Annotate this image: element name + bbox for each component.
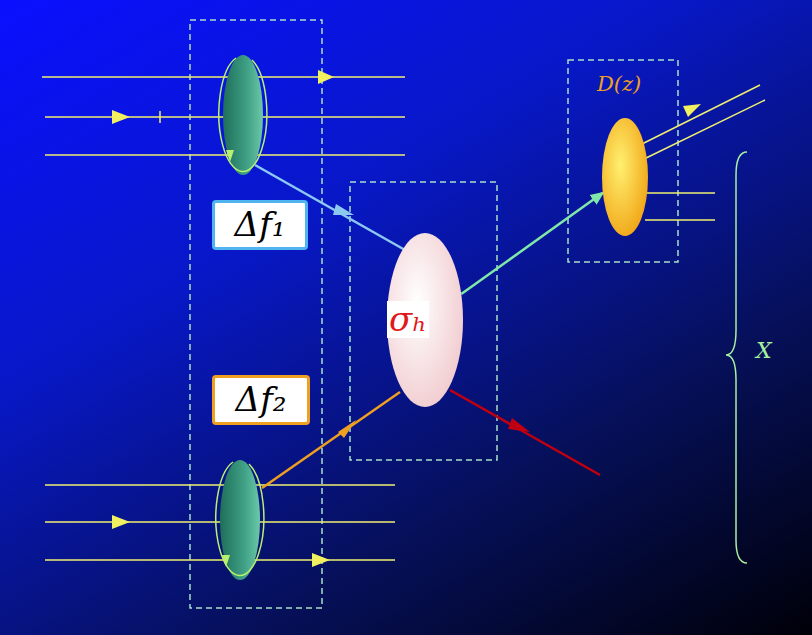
oval-shape [602, 118, 648, 236]
label-box: Δf₂ [212, 375, 310, 425]
node-label: Δf₁ [235, 206, 286, 243]
spin-arrow [216, 58, 267, 576]
label-box: Δf₁ [212, 200, 308, 250]
arrowhead [338, 420, 356, 438]
hadron-blob [220, 460, 260, 580]
node-label: Δf₂ [236, 381, 287, 418]
pdf-region [190, 20, 322, 608]
blob-oval: D(z) [602, 118, 648, 236]
arrowhead [683, 104, 701, 117]
node-heading: D(z) [597, 73, 641, 96]
final-state-label: X [756, 338, 772, 363]
hadron-blob [223, 55, 263, 175]
parton-connector [461, 193, 603, 294]
arrowhead [333, 204, 354, 215]
arrowhead [508, 418, 530, 432]
brace [726, 152, 747, 563]
frag-region [568, 60, 678, 262]
node-label: σₕ [387, 301, 429, 338]
recoil-line [450, 390, 600, 475]
hard-region [350, 182, 497, 460]
blob-oval: σₕ [387, 233, 463, 407]
